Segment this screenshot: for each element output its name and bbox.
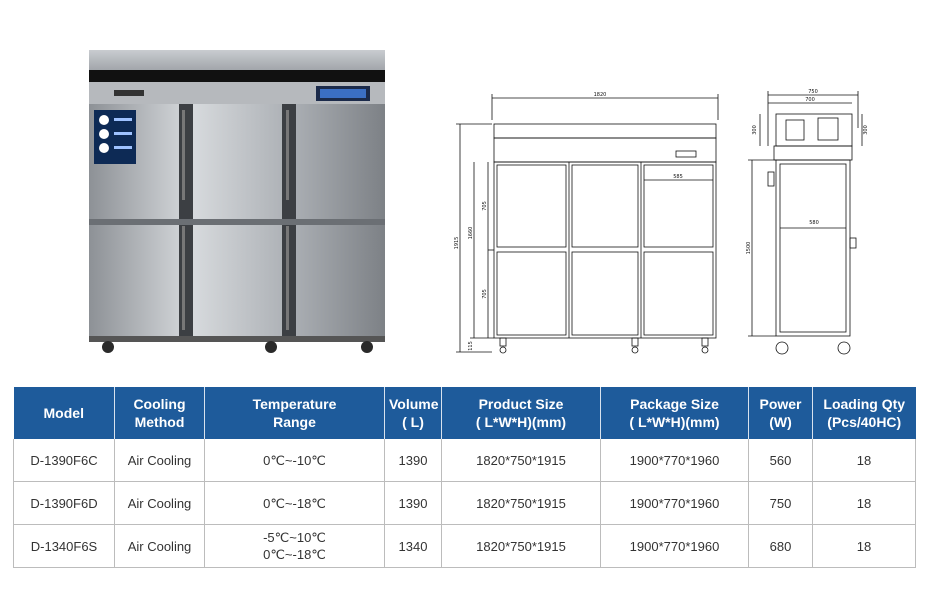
cell-product-size: 1820*750*1915 <box>441 439 601 482</box>
cell-power: 750 <box>748 481 813 525</box>
cell-volume: 1390 <box>384 439 442 482</box>
dim-total-height: 1915 <box>454 237 460 250</box>
cell-loading-qty: 18 <box>812 524 916 568</box>
dim-side-body-height: 1500 <box>746 242 752 255</box>
cell-package-size: 1900*770*1960 <box>600 524 749 568</box>
cell-volume: 1340 <box>384 524 442 568</box>
dim-leg: 115 <box>468 341 474 351</box>
cell-package-size: 1900*770*1960 <box>600 481 749 525</box>
cell-product-size: 1820*750*1915 <box>441 481 601 525</box>
header-loading-qty: Loading Qty(Pcs/40HC) <box>812 387 916 439</box>
table-row: D-1390F6D Air Cooling 0℃~-18℃ 1390 1820*… <box>13 481 916 525</box>
dim-lower-door: 705 <box>482 289 488 299</box>
table-row: D-1390F6C Air Cooling 0℃~-10℃ 1390 1820*… <box>13 439 916 482</box>
cell-product-size: 1820*750*1915 <box>441 524 601 568</box>
dim-body-height: 1660 <box>468 227 474 240</box>
cell-temperature: 0℃~-18℃ <box>204 481 385 525</box>
cell-power: 680 <box>748 524 813 568</box>
cell-model: D-1390F6C <box>13 439 115 482</box>
cell-loading-qty: 18 <box>812 439 916 482</box>
cell-package-size: 1900*770*1960 <box>600 439 749 482</box>
dim-inner-width: 585 <box>673 174 683 180</box>
cell-power: 560 <box>748 439 813 482</box>
header-volume: Volume( L) <box>384 387 442 439</box>
cell-cooling: Air Cooling <box>114 481 205 525</box>
cell-cooling: Air Cooling <box>114 439 205 482</box>
dim-side-inner-depth: 580 <box>809 220 819 226</box>
cell-cooling: Air Cooling <box>114 524 205 568</box>
side-view-drawing: 750 700 300 300 580 1500 <box>746 89 869 355</box>
header-product-size: Product Size( L*W*H)(mm) <box>441 387 601 439</box>
dim-side-total: 750 <box>808 89 818 95</box>
header-package-size: Package Size( L*W*H)(mm) <box>600 387 749 439</box>
dim-side-top-right: 300 <box>863 125 869 135</box>
cell-volume: 1390 <box>384 481 442 525</box>
dim-side-top-left: 300 <box>752 125 758 135</box>
cell-temperature: 0℃~-10℃ <box>204 439 385 482</box>
dim-upper-door: 705 <box>482 201 488 211</box>
dim-width: 1820 <box>594 92 607 98</box>
cell-loading-qty: 18 <box>812 481 916 525</box>
header-model: Model <box>13 387 115 439</box>
header-power: Power(W) <box>748 387 813 439</box>
cell-model: D-1390F6D <box>13 481 115 525</box>
front-view-drawing: 1820 1915 1660 705 705 115 585 <box>454 92 719 354</box>
product-photo <box>89 50 385 353</box>
cell-model: D-1340F6S <box>13 524 115 568</box>
dim-side-depth: 700 <box>805 97 815 103</box>
